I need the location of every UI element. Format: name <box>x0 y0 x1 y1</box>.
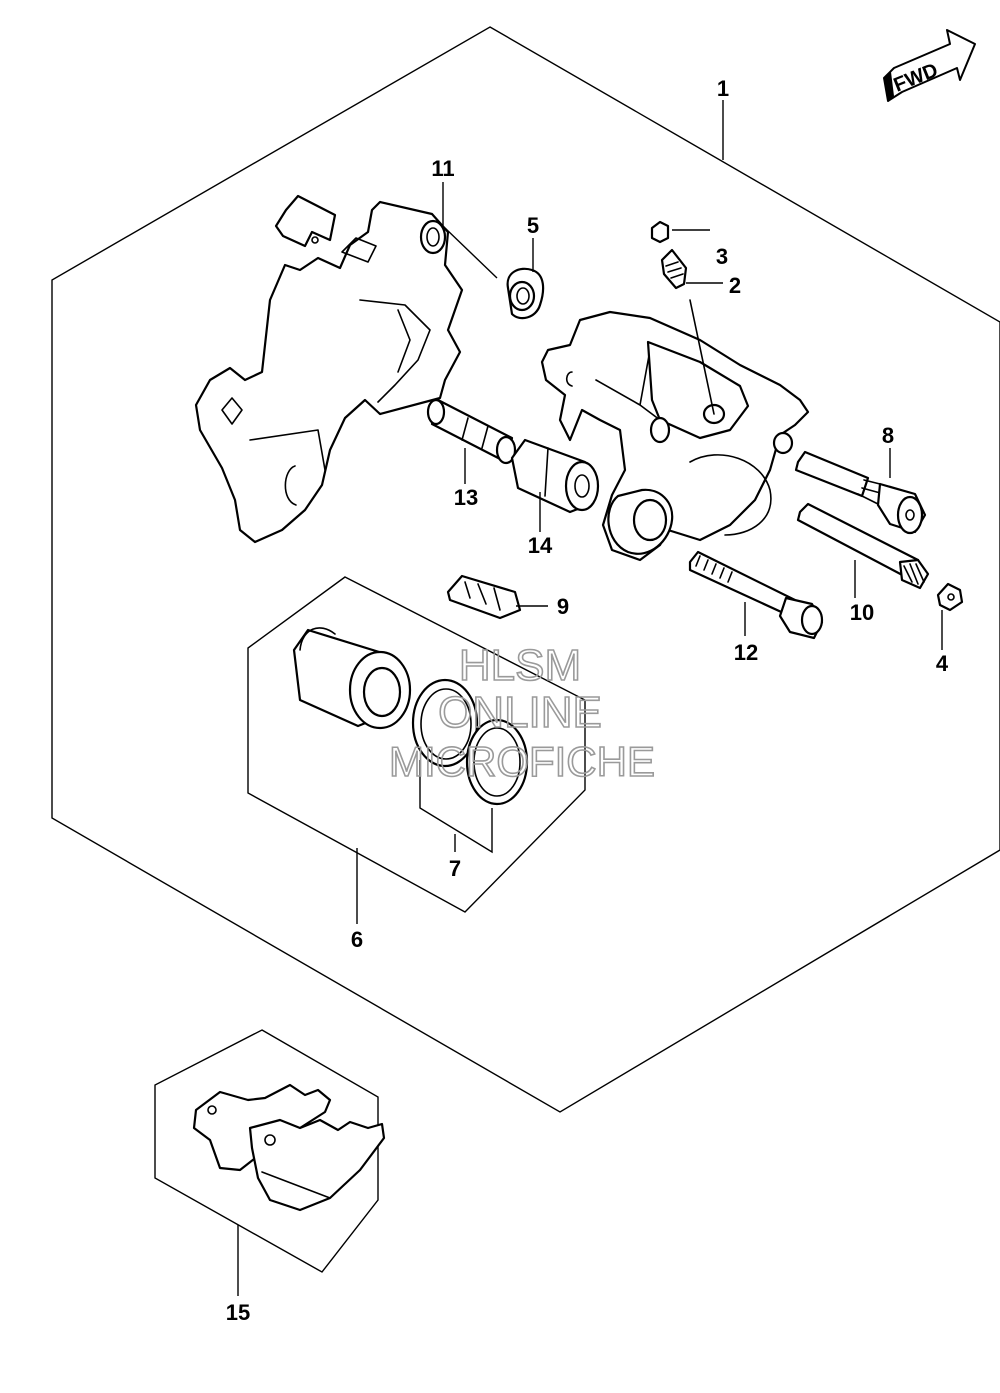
bleeder-valve-part <box>660 248 688 290</box>
piston-seal-part <box>411 678 479 768</box>
assembly-1-frame <box>51 26 1000 1113</box>
callout-6: 6 <box>351 927 363 952</box>
watermark-line-2: ONLINE <box>438 688 602 737</box>
sleeve-part <box>510 438 600 514</box>
pin-nut-part <box>936 582 964 612</box>
pad-set-15-frame <box>154 1029 379 1273</box>
callout-15: 15 <box>226 1300 250 1325</box>
dust-seal-part <box>465 718 529 806</box>
watermark-line-1: HLSM <box>459 641 581 690</box>
callout-9: 9 <box>557 594 569 619</box>
caliper-bracket-part <box>194 194 464 544</box>
callout-14: 14 <box>528 533 553 558</box>
bleeder-cap-part <box>650 220 670 244</box>
callout-11: 11 <box>431 156 454 181</box>
brake-pad-set-part <box>192 1083 386 1212</box>
caliper-pin-part <box>796 502 930 590</box>
piston-set-6-frame <box>247 576 586 913</box>
callout-13: 13 <box>454 485 478 510</box>
leader-lines <box>237 100 943 1296</box>
callout-8: 8 <box>882 423 894 448</box>
callout-3: 3 <box>716 244 728 269</box>
mounting-bolt-part <box>688 550 824 640</box>
callout-12: 12 <box>734 640 758 665</box>
forward-arrow-icon: FWD <box>883 29 976 102</box>
callout-2: 2 <box>729 273 741 298</box>
watermark: HLSM ONLINE MICROFICHE <box>388 640 656 786</box>
callout-labels: 1 2 3 4 5 6 7 8 9 10 11 12 13 14 15 <box>226 76 949 1325</box>
caliper-body-part <box>540 299 810 562</box>
callout-1: 1 <box>717 76 729 101</box>
callout-10: 10 <box>850 600 874 625</box>
pad-spring-part <box>446 574 522 620</box>
slide-pin-part <box>794 450 927 535</box>
callout-7: 7 <box>449 856 461 881</box>
rubber-boot-part <box>506 267 545 320</box>
pin-boot-part <box>426 398 517 465</box>
callout-5: 5 <box>527 213 539 238</box>
callout-4: 4 <box>936 651 949 676</box>
piston-part <box>292 627 412 730</box>
watermark-line-3: MICROFICHE <box>389 738 655 785</box>
